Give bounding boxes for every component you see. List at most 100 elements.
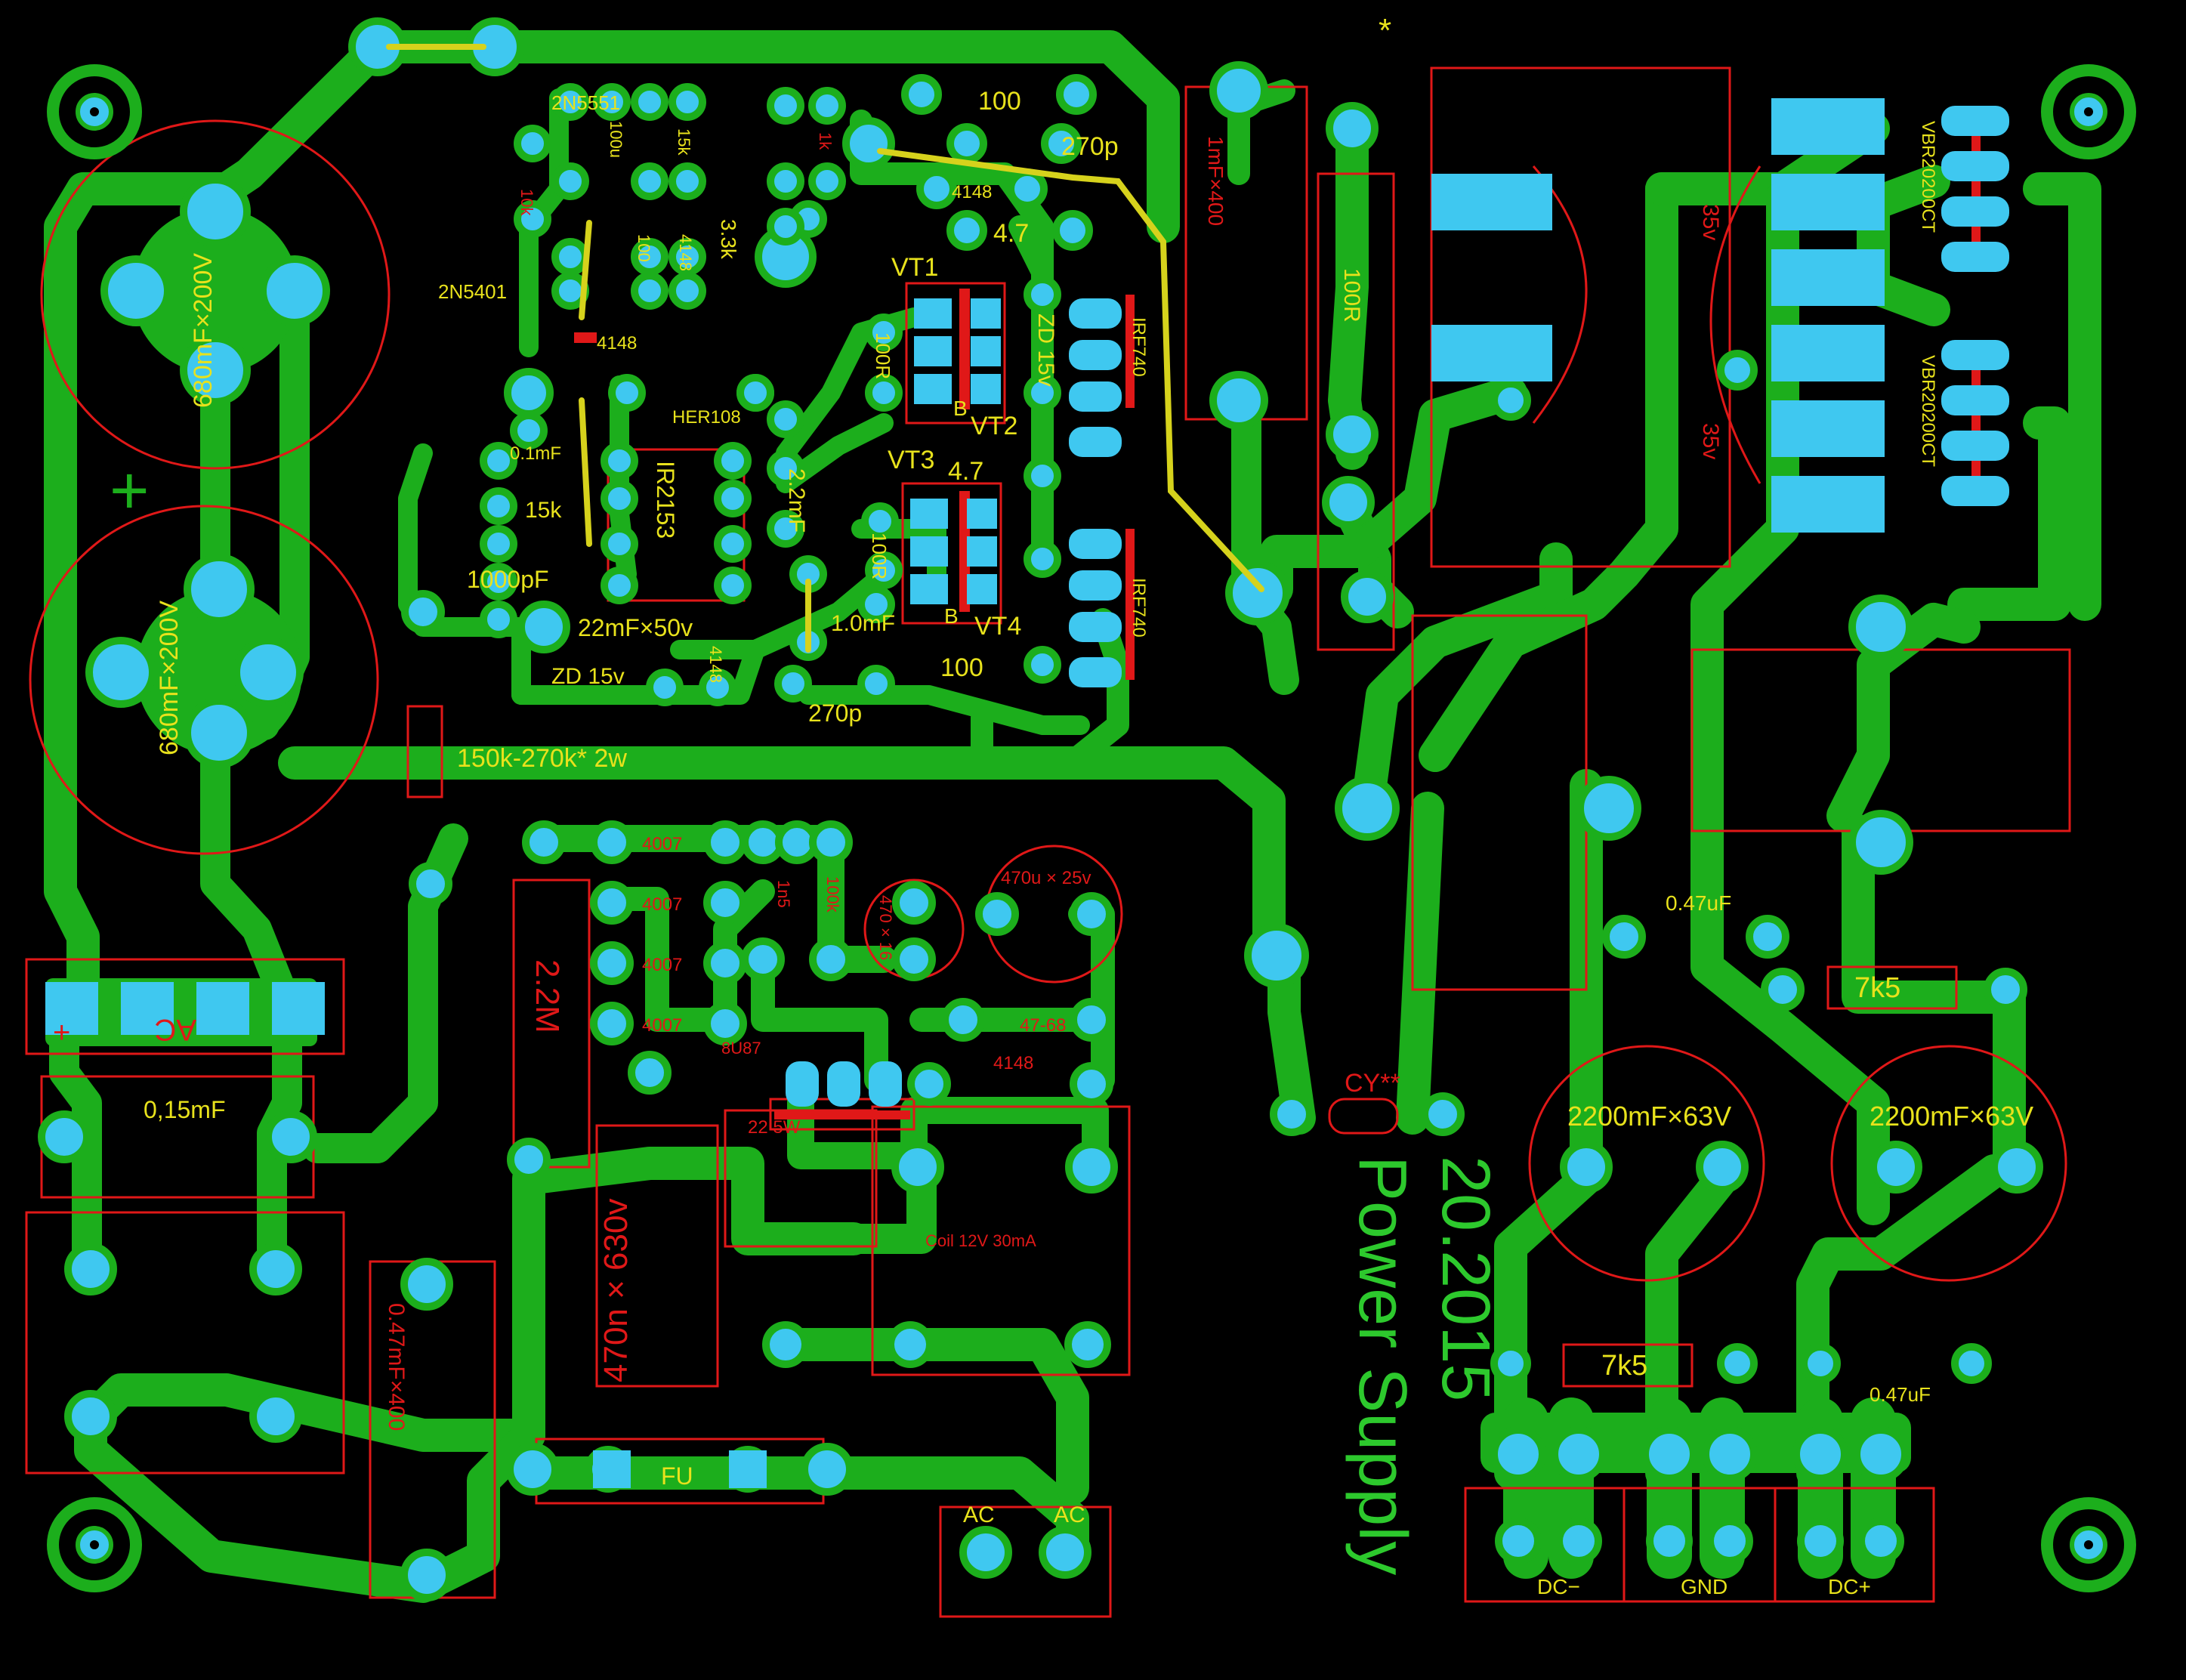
silk-cy (1328, 1098, 1399, 1135)
mount-hole-br (2041, 1497, 2136, 1592)
pad (601, 525, 638, 563)
trace-reg (530, 825, 897, 973)
silk-r150k (406, 705, 443, 798)
silk-relay (871, 1105, 1131, 1376)
pad (1024, 540, 1061, 578)
pad-sec-2 (1771, 174, 1885, 230)
pad (1792, 1426, 1848, 1482)
pad (1056, 74, 1097, 115)
label: CY** (1345, 1069, 1400, 1098)
pad (767, 162, 804, 200)
pad-irf740-a3 (1069, 381, 1122, 412)
trace-top-bus (361, 30, 1180, 243)
pad-irf740-b2 (1069, 570, 1122, 601)
pad-irf-b3 (910, 574, 948, 604)
pad-reg-2 (827, 1061, 860, 1107)
fill-c680-2 (136, 589, 302, 755)
pad (1052, 210, 1093, 251)
pad (400, 1549, 453, 1601)
pad (959, 1526, 1012, 1579)
board-title: Power Supply 20.2015 (1345, 1156, 1503, 1575)
label: VT2 (971, 412, 1017, 440)
label: 2200mF×63V (1567, 1101, 1731, 1132)
pad (1007, 168, 1048, 209)
label: B (953, 397, 968, 420)
label: 1n5 (774, 880, 793, 908)
pad (590, 1002, 634, 1045)
label: 3.3k (717, 219, 740, 260)
pad (741, 937, 785, 981)
silk-ir2153 (607, 448, 746, 602)
pad (608, 374, 646, 412)
label: VT1 (891, 253, 938, 282)
label: 0.47uF (1666, 891, 1731, 915)
pad (801, 1443, 854, 1496)
pad-irf740-a2 (1069, 340, 1122, 370)
pad (409, 862, 452, 906)
pad-sec-6 (1771, 476, 1885, 533)
pad (703, 1002, 747, 1045)
pad (601, 480, 638, 517)
pad (1551, 1426, 1607, 1482)
pad (1070, 892, 1113, 936)
label: 15k (675, 128, 693, 156)
label: AC (963, 1502, 995, 1527)
pad (714, 567, 752, 604)
pad (767, 400, 804, 438)
pad-sec-1 (1771, 98, 1885, 155)
pad (514, 200, 551, 238)
pad (808, 162, 846, 200)
pad (1717, 1343, 1758, 1384)
pad (1857, 1518, 1904, 1564)
pad (767, 510, 804, 548)
pad (1326, 102, 1379, 155)
pad (1335, 776, 1400, 841)
pad (631, 83, 668, 121)
pad-sec-5 (1771, 400, 1885, 457)
label: 0.47mF×400 (384, 1303, 409, 1431)
pad-irf-b5 (967, 536, 997, 567)
label: Coil 12V 30mA (925, 1231, 1036, 1250)
silk-choke-l (25, 1211, 345, 1475)
pad (646, 669, 684, 706)
pad-fuse-a (593, 1450, 631, 1488)
pad (631, 162, 668, 200)
body-irf-a (959, 289, 970, 409)
pad (857, 585, 895, 623)
pad-irf740-a1 (1069, 298, 1122, 329)
pad (699, 669, 736, 706)
label: B (944, 604, 959, 628)
label: 100 (940, 653, 983, 682)
pad (1696, 1141, 1749, 1194)
pad (736, 374, 774, 412)
trace-hv-bus (278, 746, 1286, 968)
pad (480, 525, 517, 563)
pad (480, 563, 517, 601)
pad (1070, 1062, 1113, 1106)
trace-sec-a (1419, 172, 1678, 772)
label: 4007 (642, 834, 682, 854)
pad-vbr-a4 (1941, 242, 2009, 272)
label: 100R (1339, 268, 1364, 323)
pad (517, 601, 570, 653)
pad (1646, 1518, 1693, 1564)
trace-sec-g (1826, 603, 1981, 832)
pad (668, 83, 706, 121)
body-irf740-a (1125, 295, 1135, 408)
component-labels: 680mF×200V 680mF×200V 2N5551 10k 100u 15… (53, 12, 2033, 1598)
pad-vbr-a1 (1941, 106, 2009, 136)
label: 2N5551 (551, 91, 620, 114)
pad (774, 665, 812, 703)
pad-xfmr-1 (1431, 174, 1552, 230)
pad-irf-a2 (914, 336, 952, 366)
trace-relay-b (787, 1074, 1109, 1184)
label: 100R (872, 332, 894, 379)
pad (551, 162, 589, 200)
pad (506, 1443, 559, 1496)
pad-irf-b1 (910, 499, 948, 529)
pad (1209, 61, 1268, 120)
pad (861, 502, 899, 540)
pad (1797, 1518, 1844, 1564)
label: DC+ (1828, 1575, 1871, 1598)
pad (551, 238, 589, 276)
